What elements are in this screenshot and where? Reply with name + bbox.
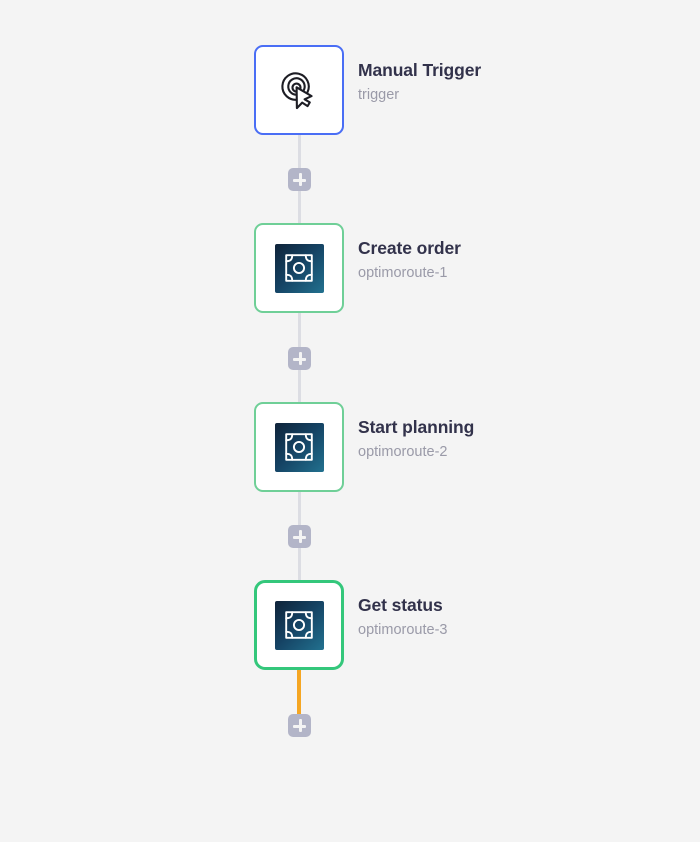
- node-subtitle: optimoroute-3: [358, 621, 448, 638]
- node-title: Manual Trigger: [358, 60, 482, 80]
- optimoroute-icon: [274, 243, 324, 293]
- connector-create-order-to-start-planning[interactable]: [298, 312, 301, 348]
- node-label-group: Get status optimoroute-3: [358, 594, 447, 640]
- connector-create-order-to-start-planning-lower[interactable]: [298, 370, 301, 403]
- node-title: Get status: [358, 595, 443, 615]
- node-label-group: Create order optimoroute-1: [358, 237, 461, 283]
- node-title: Create order: [358, 238, 461, 258]
- connector-trigger-to-create-order-lower[interactable]: [298, 191, 301, 224]
- workflow-node-manual-trigger[interactable]: Manual Trigger trigger: [254, 45, 574, 135]
- node-title: Start planning: [358, 417, 475, 437]
- node-subtitle: optimoroute-1: [358, 264, 448, 281]
- node-icon-box[interactable]: [254, 223, 344, 313]
- add-node-button-1[interactable]: [288, 168, 311, 191]
- node-icon-box[interactable]: [254, 580, 344, 670]
- workflow-node-create-order[interactable]: Create order optimoroute-1: [254, 223, 574, 313]
- add-node-button-3[interactable]: [288, 525, 311, 548]
- cursor-click-icon: [273, 64, 325, 116]
- optimoroute-icon: [274, 600, 324, 650]
- connector-start-planning-to-get-status[interactable]: [298, 491, 301, 526]
- connector-trigger-to-create-order[interactable]: [298, 134, 301, 170]
- node-label-group: Manual Trigger trigger: [358, 59, 481, 105]
- connector-get-status-output[interactable]: [297, 669, 301, 714]
- workflow-node-start-planning[interactable]: Start planning optimoroute-2: [254, 402, 574, 492]
- node-icon-box[interactable]: [254, 402, 344, 492]
- add-node-button-2[interactable]: [288, 347, 311, 370]
- node-subtitle: trigger: [358, 86, 400, 103]
- optimoroute-icon: [274, 422, 324, 472]
- connector-start-planning-to-get-status-lower[interactable]: [298, 548, 301, 581]
- add-node-button-4[interactable]: [288, 714, 311, 737]
- node-subtitle: optimoroute-2: [358, 443, 448, 460]
- node-label-group: Start planning optimoroute-2: [358, 416, 474, 462]
- node-icon-box[interactable]: [254, 45, 344, 135]
- workflow-node-get-status[interactable]: Get status optimoroute-3: [254, 580, 574, 670]
